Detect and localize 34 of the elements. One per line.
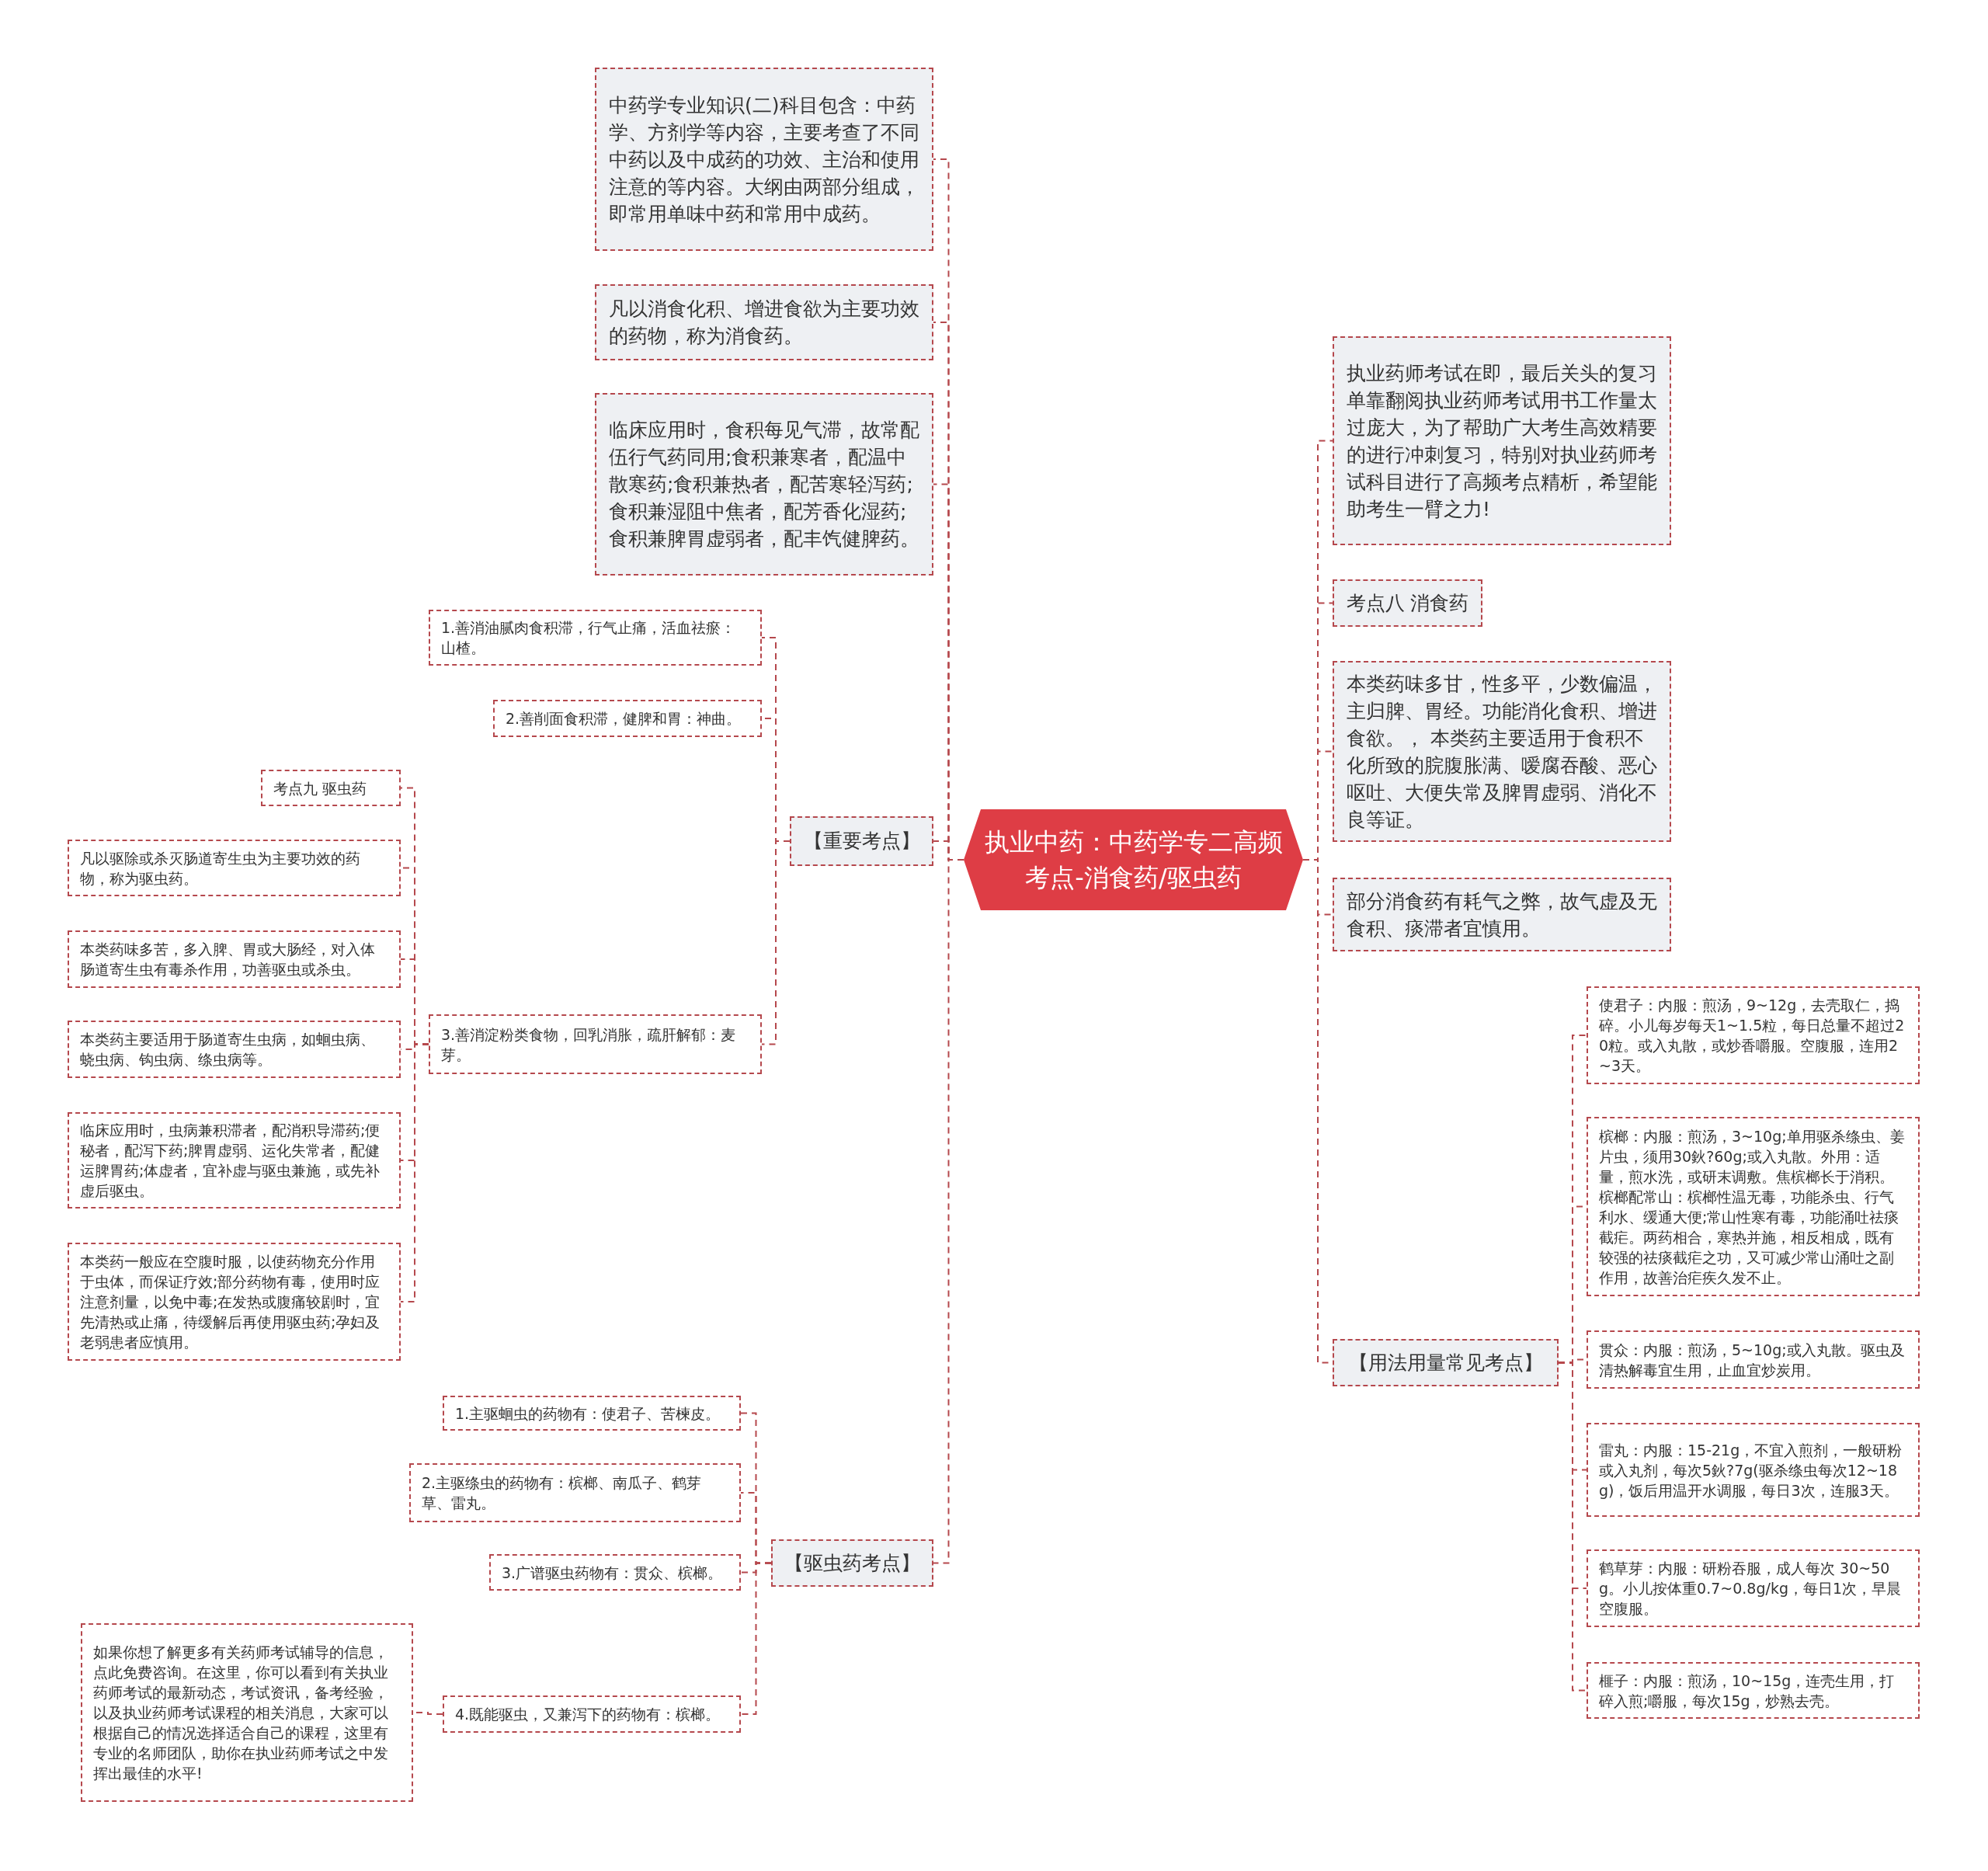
- topic-box: 贯众：内服：煎汤，5~10g;或入丸散。驱虫及清热解毒宜生用，止血宜炒炭用。: [1587, 1330, 1920, 1389]
- topic-box: 本类药味多甘，性多平，少数偏温，主归脾、胃经。功能消化食积、增进食欲。， 本类药主要适用于食积不化所致的脘腹胀满、嗳腐吞酸、恶心呕吐、大便失常及脾胃虚弱、消化不良等证。: [1333, 661, 1671, 842]
- branch-topic: 【重要考点】: [790, 816, 933, 866]
- topic-box: 本类药主要适用于肠道寄生虫病，如蛔虫病、蛲虫病、钩虫病、绦虫病等。: [68, 1021, 401, 1078]
- branch-topic: 【用法用量常见考点】: [1333, 1339, 1559, 1386]
- topic-box: 部分消食药有耗气之弊，故气虚及无食积、痰滞者宜慎用。: [1333, 878, 1671, 951]
- branch-topic: 【驱虫药考点】: [771, 1539, 933, 1587]
- topic-box: 临床应用时，虫病兼积滞者，配消积导滞药;便秘者，配泻下药;脾胃虚弱、运化失常者，配健运脾胃药;体虚者，宜补虚与驱虫兼施，或先补虚后驱虫。: [68, 1112, 401, 1208]
- topic-box: 中药学专业知识(二)科目包含：中药学、方剂学等内容，主要考查了不同中药以及中成药的功效、主治和使用注意的等内容。大纲由两部分组成，即常用单味中药和常用中成药。: [595, 68, 933, 251]
- topic-box: 执业药师考试在即，最后关头的复习单靠翻阅执业药师考试用书工作量太过庞大，为了帮助广大考生高效精要的进行冲刺复习，特别对执业药师考试科目进行了高频考点精析，希望能助考生一臂之力!: [1333, 336, 1671, 545]
- topic-box: 1.主驱蛔虫的药物有：使君子、苦楝皮。: [443, 1396, 741, 1431]
- topic-box: 使君子：内服：煎汤，9~12g，去壳取仁，捣碎。小儿每岁每天1~1.5粒，每日总量不超过20粒。或入丸散，或炒香嚼服。空腹服，连用2~3天。: [1587, 986, 1920, 1084]
- topic-box: 临床应用时，食积每见气滞，故常配伍行气药同用;食积兼寒者，配温中散寒药;食积兼热者，配苦寒轻泻药;食积兼湿阻中焦者，配芳香化湿药;食积兼脾胃虚弱者，配丰饩健脾药。: [595, 393, 933, 576]
- connector-line: [761, 840, 791, 1045]
- topic-box: 1.善消油腻肉食积滞，行气止痛，活血祛瘀：山楂。: [429, 610, 762, 666]
- topic-box: 榧子：内服：煎汤，10~15g，连壳生用，打碎入煎;嚼服，每次15g，炒熟去壳。: [1587, 1662, 1920, 1719]
- topic-box: 凡以驱除或杀灭肠道寄生虫为主要功效的药物，称为驱虫药。: [68, 840, 401, 896]
- topic-box: 4.既能驱虫，又兼泻下的药物有：槟榔。: [443, 1695, 741, 1733]
- topic-box: 雷丸：内服：15-21g，不宜入煎剂，一般研粉或入丸剂，每次5鈥?7g(驱杀绦虫每次12~18g)，饭后用温开水调服，每日3次，连服3天。: [1587, 1423, 1920, 1517]
- topic-box: 2.善削面食积滞，健脾和胃：神曲。: [493, 700, 762, 737]
- topic-box: 凡以消食化积、增进食欲为主要功效的药物，称为消食药。: [595, 284, 933, 360]
- topic-box: 本类药一般应在空腹时服，以使药物充分作用于虫体，而保证疗效;部分药物有毒，使用时应注意剂量，以免中毒;在发热或腹痛较剧时，宜先清热或止痛，待缓解后再使用驱虫药;孕妇及老弱患者应慎用。: [68, 1243, 401, 1361]
- branch-topic: 考点八 消食药: [1333, 579, 1482, 627]
- topic-box: 考点九 驱虫药: [261, 770, 401, 806]
- topic-box: 3.善消淀粉类食物，回乳消胀，疏肝解郁：麦芽。: [429, 1014, 762, 1074]
- topic-box: 本类药味多苦，多入脾、胃或大肠经，对入体肠道寄生虫有毒杀作用，功善驱虫或杀虫。: [68, 930, 401, 988]
- central-topic: 执业中药：中药学专二高频考点-消食药/驱虫药: [964, 809, 1303, 910]
- topic-box: 3.广谱驱虫药物有：贯众、槟榔。: [489, 1554, 741, 1591]
- topic-box: 如果你想了解更多有关药师考试辅导的信息，点此免费咨询。在这里，你可以看到有关执业药师考试的最新动态，考试资讯，备考经验，以及执业药师考试课程的相关消息，大家可以根据自己的情况选择适合自己的课程，这里有专业的名师团队，助你在执业药师考试之中发挥出最佳的水平!: [81, 1623, 413, 1802]
- topic-box: 槟榔：内服：煎汤，3~10g;单用驱杀绦虫、姜片虫，须用30鈥?60g;或入丸散。外用：适量，煎水洗，或研末调敷。焦槟榔长于消积。槟榔配常山：槟榔性温无毒，功能杀虫、行气利水、缓通大便;常山性寒有毒，功能涌吐祛痰截疟。两药相合，寒热并施，相反相成，既有较强的祛痰截疟之功，又可减少常山涌吐之副作用，故善治疟疾久发不止。: [1587, 1117, 1920, 1296]
- topic-box: 鹤草芽：内服：研粉吞服，成人每次 30~50g。小儿按体重0.7~0.8g/kg，每日1次，早晨空腹服。: [1587, 1549, 1920, 1627]
- connector-line: [400, 1043, 429, 1302]
- topic-box: 2.主驱绦虫的药物有：槟榔、南瓜子、鹤芽草、雷丸。: [409, 1463, 741, 1522]
- connector-line: [740, 1562, 772, 1715]
